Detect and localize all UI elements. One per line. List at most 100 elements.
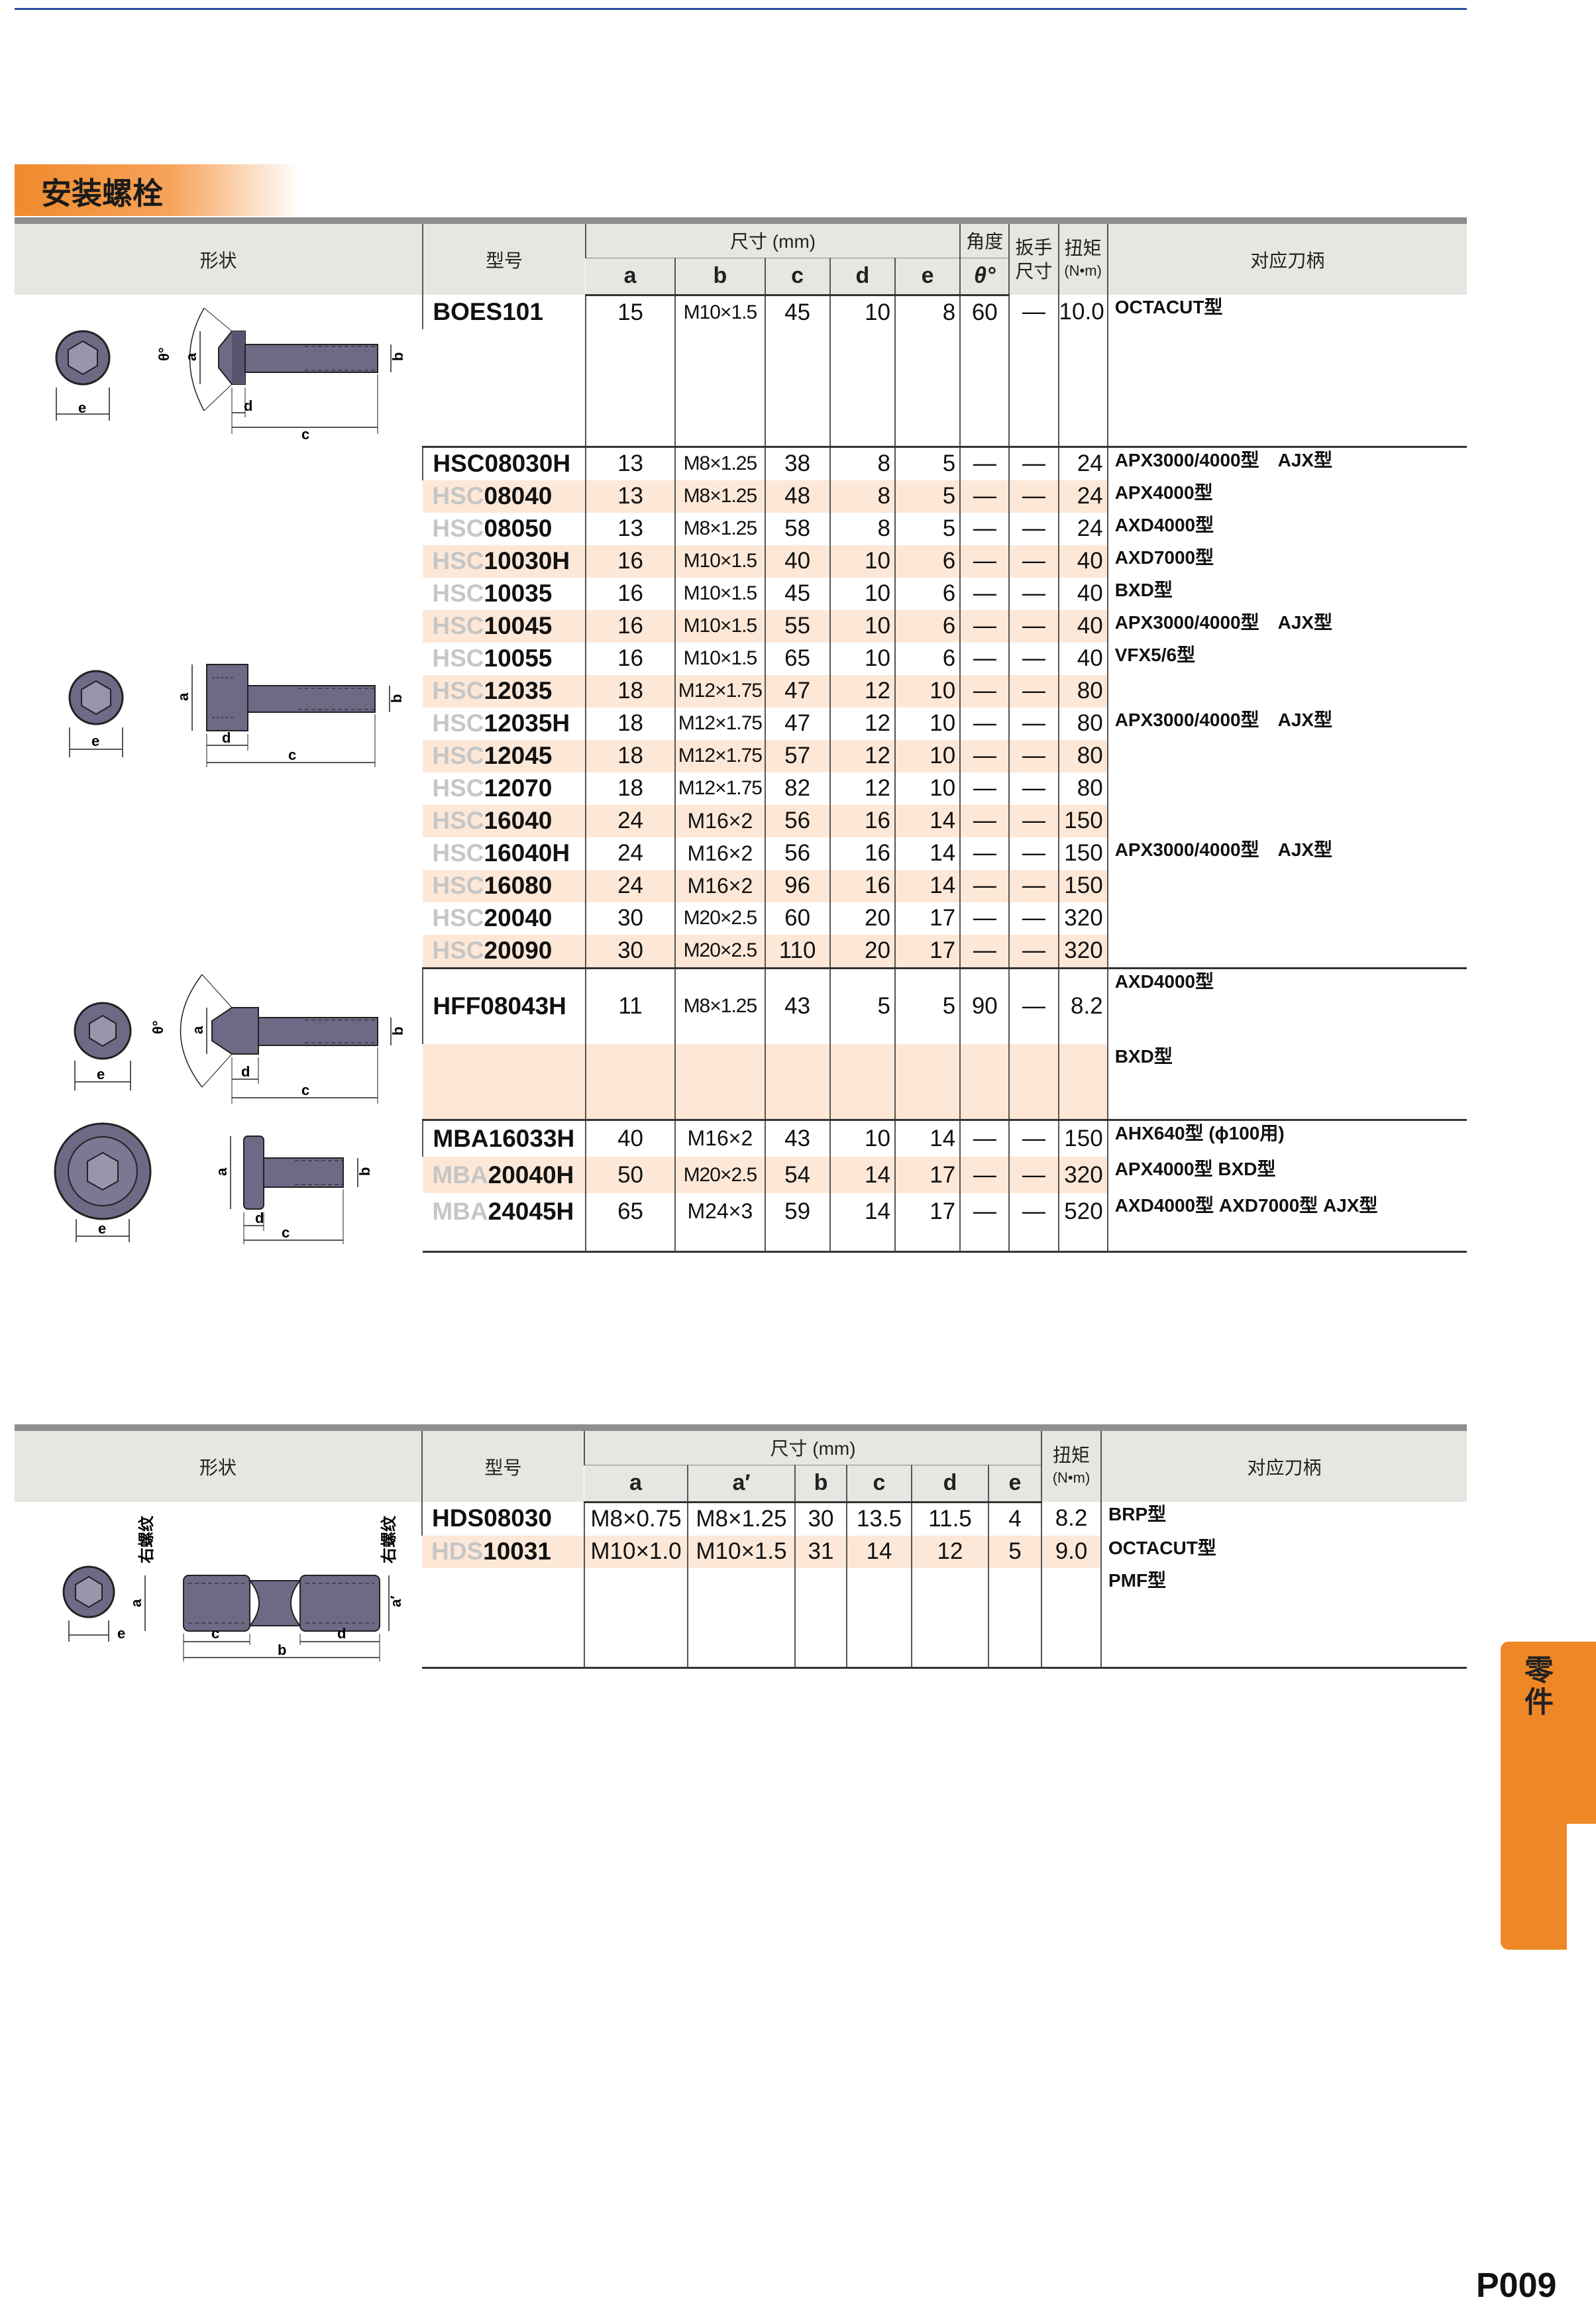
cell-e: 6 (894, 609, 961, 643)
cell-c: 56 (764, 804, 830, 837)
cell-torque: 24 (1057, 447, 1108, 480)
model-prefix: HSC (432, 742, 484, 769)
model-code: 12070 (484, 774, 553, 802)
cell-theta: — (959, 1157, 1010, 1194)
cell-b: M8×1.25 (674, 447, 765, 480)
empty-cell (959, 1229, 1010, 1253)
cell-d (911, 1567, 988, 1601)
cell-torque: 10.0 (1057, 295, 1108, 330)
cell-d (829, 1043, 895, 1121)
cell-wrench: — (1008, 480, 1059, 513)
holder-cell (1106, 902, 1467, 935)
empty-cell (1041, 1600, 1102, 1669)
cell-b (794, 1567, 847, 1601)
parts-side-tab: 零件 (1501, 1642, 1596, 1950)
side-tab-label: 零件 (1524, 1654, 1554, 1718)
dim-theta-label: θ° (150, 1020, 166, 1034)
section-title-bar: 安装螺栓 (15, 164, 299, 216)
cell-a: 24 (584, 804, 676, 837)
model-prefix: MBA (432, 1161, 488, 1188)
header-torque-unit: (N•m) (1064, 262, 1102, 279)
cell-theta: — (959, 447, 1010, 480)
empty-cell (687, 1600, 795, 1669)
cell-theta: — (959, 739, 1010, 772)
model-cell: HSC20090 (423, 934, 586, 969)
cell-e: 10 (894, 739, 961, 772)
model-prefix: HSC (432, 872, 484, 899)
header-b: b (674, 257, 765, 296)
cell-wrench: — (1008, 804, 1059, 837)
cell-e: 17 (894, 1157, 961, 1194)
model-code: 10031 (483, 1538, 552, 1565)
model-cell: HSC16080 (423, 869, 586, 902)
cell-a-prime: M10×1.5 (687, 1535, 795, 1568)
model-code: HSC08030H (433, 450, 571, 477)
cell-d: 12 (829, 739, 895, 772)
dim-b-label: b (390, 352, 404, 361)
cell-torque: 150 (1057, 869, 1108, 902)
hff-bolt-drawing: e θ° a b d c (74, 974, 406, 1104)
cell-theta (959, 1043, 1010, 1121)
cell-theta: — (959, 609, 1010, 643)
cell-a (584, 1043, 676, 1121)
cell-a: 50 (584, 1157, 676, 1194)
holder-cell: APX4000型 (1106, 480, 1467, 513)
cell-a: 11 (584, 968, 676, 1044)
cell-a-prime: M8×1.25 (687, 1502, 795, 1536)
cell-theta: — (959, 804, 1010, 837)
side-tab-notch (1567, 1824, 1596, 1950)
cell-d: 12 (911, 1535, 988, 1568)
header-dims: 尺寸 (mm) (583, 1424, 1042, 1465)
cell-torque: 320 (1057, 902, 1108, 935)
empty-cell (674, 329, 765, 448)
shape-cell: e 右螺纹 右螺纹 a a′ c d b (15, 1502, 422, 1667)
cell-c: 43 (764, 968, 830, 1044)
cell-c: 14 (846, 1535, 912, 1568)
model-prefix: HSC (432, 807, 484, 834)
cell-e: 14 (894, 804, 961, 837)
cell-a: 13 (584, 480, 676, 513)
holder-cell: AHX640型 (ϕ100用) (1106, 1120, 1467, 1157)
cell-d: 12 (829, 674, 895, 708)
cell-b: M10×1.5 (674, 642, 765, 675)
hex-socket-icon (75, 1575, 103, 1608)
holder-text: APX3000/4000型 AJX型 (1114, 449, 1333, 470)
cell-c: 13.5 (846, 1502, 912, 1536)
cell-d: 16 (829, 869, 895, 902)
cell-d: 10 (829, 295, 895, 330)
holder-cell: OCTACUT型 (1100, 1535, 1467, 1568)
cell-torque: 9.0 (1041, 1535, 1102, 1568)
model-code: 12035 (484, 677, 553, 704)
header-e: e (894, 257, 961, 296)
holder-text: OCTACUT型 (1114, 297, 1223, 317)
model-cell: MBA24045H (423, 1193, 586, 1230)
cell-torque: 80 (1057, 739, 1108, 772)
holder-cell (1106, 869, 1467, 902)
dim-d-label: d (244, 397, 252, 414)
holder-text: AHX640型 (ϕ100用) (1114, 1122, 1285, 1143)
model-code: 16040 (484, 807, 553, 834)
model-code: 08040 (484, 482, 553, 509)
page-number: P009 (1476, 2266, 1557, 2305)
cell-wrench (1008, 1043, 1059, 1121)
cell-torque: 320 (1057, 934, 1108, 969)
cell-b: M10×1.5 (674, 609, 765, 643)
model-cell: HSC08040 (423, 480, 586, 513)
cell-d: 10 (829, 545, 895, 578)
right-thread-label-right: 右螺纹 (380, 1515, 398, 1563)
dim-c-label: c (282, 1224, 290, 1241)
model-code: 08050 (484, 515, 553, 542)
cell-b: M20×2.5 (674, 902, 765, 935)
table-row: e θ° a b d c BOES10115M10×1.54510860—10.… (15, 295, 1467, 443)
header-shape: 形状 (15, 217, 423, 295)
cell-e: 4 (987, 1502, 1042, 1536)
model-cell (423, 1043, 586, 1121)
cell-torque: 150 (1057, 837, 1108, 870)
bolt-shank (262, 1157, 344, 1188)
cell-theta: — (959, 869, 1010, 902)
empty-cell (829, 1229, 895, 1253)
cell-a: 18 (584, 739, 676, 772)
